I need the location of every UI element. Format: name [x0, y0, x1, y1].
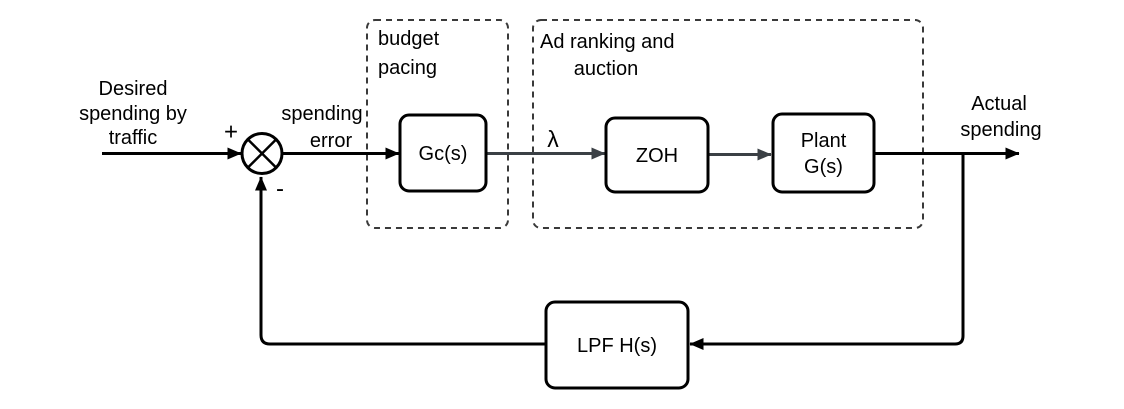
input-label-line3: traffic [109, 127, 158, 149]
plant-block-label-line2: G(s) [804, 156, 843, 178]
plant-block-rect [771, 112, 876, 194]
summing-junction: + - [224, 119, 284, 203]
zoh-block-rect [604, 116, 710, 194]
output-label-line1: Actual [971, 93, 1027, 115]
minus-sign: - [276, 176, 284, 203]
lpf-block-label: LPF H(s) [577, 335, 657, 357]
plant-block-label-line1: Plant [801, 130, 847, 152]
feedback-return-arrow [255, 176, 546, 346]
lpf-block-rect [544, 300, 690, 390]
budget-pacing-label-line2: pacing [378, 57, 437, 79]
zoh-block: ZOH [604, 116, 710, 194]
controller-block: Gc(s) [398, 113, 488, 193]
feedback-branch-arrow [689, 153, 965, 350]
controller-block-rect [398, 113, 488, 193]
ad-ranking-label-line1: Ad ranking and [540, 31, 675, 53]
error-label-line2: error [310, 130, 353, 152]
zoh-block-label: ZOH [636, 145, 678, 167]
budget-pacing-group-box [366, 19, 509, 229]
input-label-line2: spending by [79, 103, 187, 125]
budget-pacing-label-line1: budget [378, 28, 440, 50]
plant-block: Plant G(s) [771, 112, 876, 194]
lambda-label: λ [547, 126, 559, 152]
error-label-line1: spending [281, 103, 362, 125]
ad-ranking-label-line2: auction [574, 58, 639, 80]
lpf-block: LPF H(s) [544, 300, 690, 390]
controller-block-label: Gc(s) [419, 143, 468, 165]
ad-ranking-group-box [532, 19, 924, 229]
output-label-line2: spending [960, 119, 1041, 141]
plus-sign: + [224, 119, 238, 146]
summing-junction-cross-line [247, 138, 277, 169]
input-label-line1: Desired [99, 78, 168, 100]
